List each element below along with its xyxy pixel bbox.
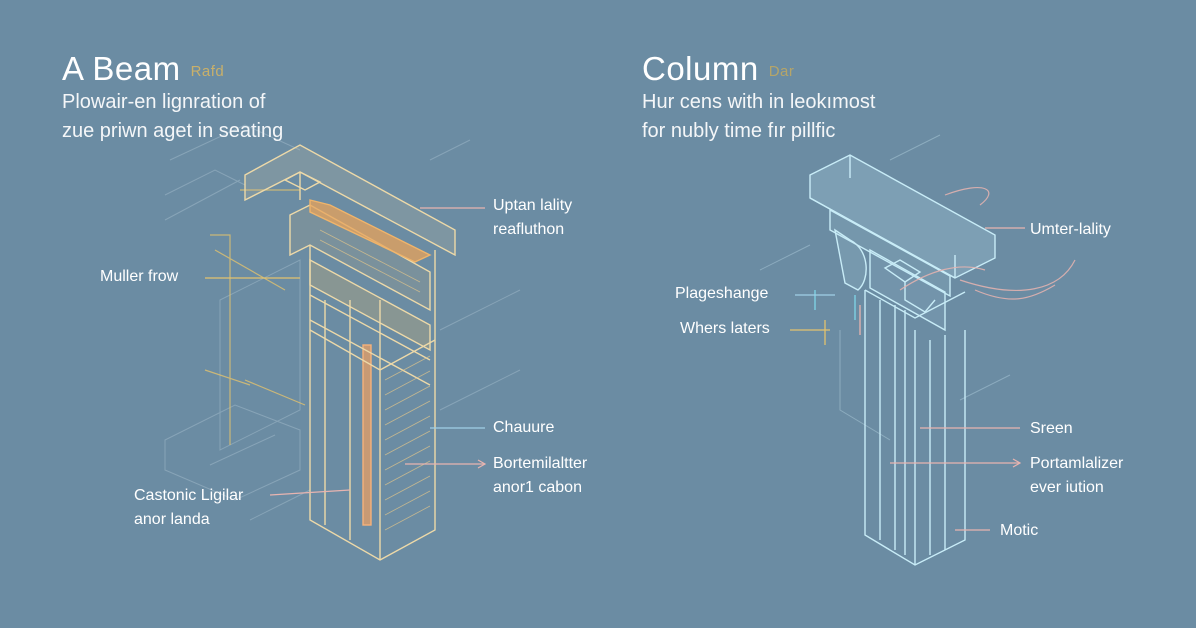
column-label-lower-right: Portamlalizer ever iution xyxy=(1030,452,1123,500)
column-label-bottom-text: Motic xyxy=(1000,522,1039,539)
beam-label-lower-left-line-2: anor landa xyxy=(134,511,210,528)
beam-title: A Beam Rafd xyxy=(62,50,224,88)
beam-label-lower-left: Castonic Ligilar anor landa xyxy=(134,484,243,532)
beam-label-left: Muller frow xyxy=(100,265,178,289)
column-label-mid-right: Sreen xyxy=(1030,417,1073,441)
column-subtitle: Hur cens with in leokımost for nubly tim… xyxy=(642,88,875,146)
beam-label-lower-left-line-1: Castonic Ligilar xyxy=(134,487,244,504)
column-subtitle-line-1: Hur cens with in leokımost xyxy=(642,91,876,113)
column-label-upper-right-text: Umter-lality xyxy=(1030,221,1111,238)
beam-subtitle: Plowair-en lignration of zue priwn aget … xyxy=(62,88,283,146)
beam-construction-lines xyxy=(164,124,521,521)
beam-subtitle-line-2: zue priwn aget in seating xyxy=(62,120,284,142)
beam-subtitle-line-1: Plowair-en lignration of xyxy=(62,91,266,113)
beam-label-lower-right-line-1: Bortemilaltter xyxy=(493,455,588,472)
column-label-mid-right-text: Sreen xyxy=(1030,420,1073,437)
beam-label-upper-line-2: reafluthon xyxy=(493,221,565,238)
beam-label-mid-right: Chauure xyxy=(493,416,554,440)
column-swoosh-lines xyxy=(899,187,1076,300)
column-label-lower-right-line-1: Portamlalizer xyxy=(1030,455,1124,472)
beam-body xyxy=(244,144,456,561)
column-title-text: Column xyxy=(642,50,759,87)
column-label-lower-right-line-2: ever iution xyxy=(1030,479,1104,496)
column-label-left-2: Whers laters xyxy=(680,317,770,341)
column-title: Column Dar xyxy=(642,50,794,88)
beam-label-upper: Uptan lality reafluthon xyxy=(493,194,572,242)
column-label-bottom: Motic xyxy=(1000,519,1038,543)
beam-title-text: A Beam xyxy=(62,50,181,87)
column-accent-marks xyxy=(814,290,861,345)
beam-label-mid-right-text: Chauure xyxy=(493,419,555,436)
beam-title-tag: Rafd xyxy=(190,63,225,80)
column-label-left-1: Plageshange xyxy=(675,282,768,306)
beam-yellow-guides xyxy=(204,189,306,445)
beam-label-lower-right-line-2: anor1 cabon xyxy=(493,479,582,496)
beam-hatching xyxy=(319,229,431,531)
beam-leader-lines xyxy=(205,207,487,496)
beam-label-upper-line-1: Uptan lality xyxy=(493,197,573,214)
column-label-left-2-text: Whers laters xyxy=(680,320,770,337)
beam-label-lower-right: Bortemilaltter anor1 cabon xyxy=(493,452,587,500)
column-label-upper-right: Umter-lality xyxy=(1030,218,1111,242)
column-label-left-1-text: Plageshange xyxy=(675,285,769,302)
column-construction-lines xyxy=(759,134,1011,441)
beam-label-left-text: Muller frow xyxy=(100,268,179,285)
column-leader-lines xyxy=(790,227,1025,531)
column-title-tag: Dar xyxy=(768,63,795,80)
column-body xyxy=(809,154,996,566)
column-subtitle-line-2: for nubly time fır pillfic xyxy=(642,120,836,142)
